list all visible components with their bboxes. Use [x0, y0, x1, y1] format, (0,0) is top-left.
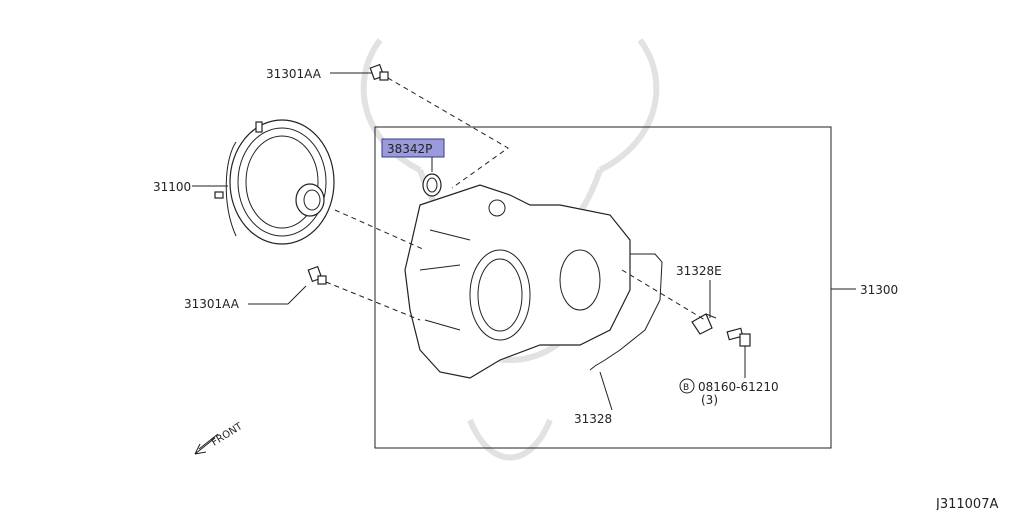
bolt-top[interactable] [369, 63, 389, 81]
tube[interactable] [589, 253, 663, 371]
label-bolt-lower: 31301AA [184, 297, 240, 311]
front-arrow-icon [194, 433, 219, 455]
bolt-lower[interactable] [307, 265, 327, 285]
label-bracket: 31328E [676, 264, 722, 278]
label-screw-qty: (3) [701, 393, 718, 407]
screw[interactable] [726, 327, 751, 347]
converter-housing[interactable] [404, 184, 631, 379]
screw-circle-badge [679, 378, 695, 394]
label-screw: 08160-61210 [698, 380, 779, 394]
highlight-box[interactable] [381, 138, 445, 158]
label-bolt-top: 31301AA [266, 67, 322, 81]
label-screw-circle: B [683, 383, 689, 393]
bracket[interactable] [691, 313, 717, 335]
label-housing: 31300 [860, 283, 898, 297]
label-converter: 31100 [153, 180, 191, 194]
diagram-code: J311007A [935, 497, 998, 510]
housing-frame [374, 126, 832, 449]
label-highlight: 38342P [387, 142, 432, 156]
leader-lines [192, 72, 856, 411]
oil-seal[interactable] [422, 173, 442, 197]
assembly-lines [325, 77, 706, 321]
label-tube: 31328 [574, 412, 612, 426]
torque-converter[interactable] [214, 119, 335, 245]
front-label: FRONT [210, 421, 246, 449]
